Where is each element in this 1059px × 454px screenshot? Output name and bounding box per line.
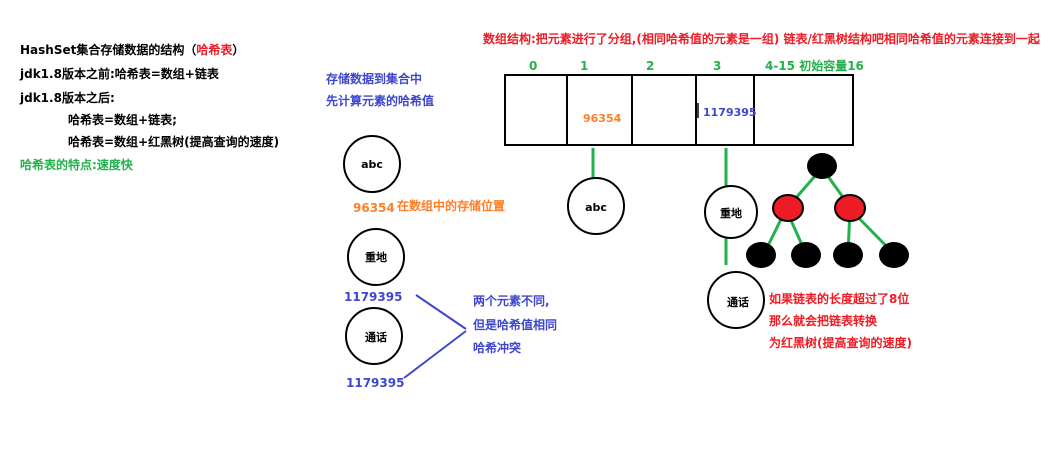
tonghua-hash-label: 1179395 bbox=[346, 376, 405, 390]
bucket-abc-label: abc bbox=[585, 201, 607, 214]
bucket-zhongdi-circle bbox=[704, 185, 758, 239]
store-note-line1: 存储数据到集合中 bbox=[326, 72, 423, 86]
zhongdi-element-circle bbox=[347, 228, 405, 286]
store-note-line2: 先计算元素的哈希值 bbox=[326, 94, 435, 108]
tonghua-element-label: 通话 bbox=[365, 330, 387, 344]
jdk-after-note: jdk1.8版本之后: bbox=[20, 91, 115, 105]
hash-array: 96354 1179395 bbox=[504, 74, 854, 146]
jdk-before-note: jdk1.8版本之前:哈希表=数组+链表 bbox=[20, 67, 219, 81]
bucket-zhongdi-label: 重地 bbox=[720, 206, 742, 220]
tree-leaf-2 bbox=[791, 242, 821, 268]
jdk-after-line1: 哈希表=数组+链表; bbox=[68, 113, 177, 127]
conflict-note-line2: 但是哈希值相同 bbox=[473, 318, 558, 332]
array-index-rest: 4-15 初始容量16 bbox=[765, 59, 864, 73]
array-outline bbox=[504, 74, 854, 146]
tree-red-node-right bbox=[834, 194, 866, 222]
tree-leaf-3 bbox=[833, 242, 863, 268]
conflict-line-lower bbox=[403, 330, 467, 379]
conflict-note-line1: 两个元素不同, bbox=[473, 294, 550, 308]
array-index-3: 3 bbox=[713, 59, 722, 73]
abc-element-circle bbox=[343, 135, 401, 193]
tree-red-node-left bbox=[772, 194, 804, 222]
title-suffix: ） bbox=[232, 43, 245, 57]
abc-hash-label: 96354 bbox=[353, 201, 395, 215]
tree-note-line1: 如果链表的长度超过了8位 bbox=[769, 292, 910, 306]
title-highlight: 哈希表 bbox=[196, 43, 233, 57]
bucket-tonghua-circle bbox=[707, 271, 765, 329]
array-index-1: 1 bbox=[580, 59, 589, 73]
cell1-value: 96354 bbox=[583, 112, 622, 125]
array-index-0: 0 bbox=[529, 59, 538, 73]
cell3-value: 1179395 bbox=[703, 106, 757, 119]
tonghua-element-circle bbox=[345, 307, 403, 365]
tree-leaf-1 bbox=[746, 242, 776, 268]
tree-note-line3: 为红黑树(提高查询的速度) bbox=[769, 336, 912, 350]
title-line: HashSet集合存储数据的结构（哈希表） bbox=[20, 42, 244, 58]
jdk-after-line2: 哈希表=数组+红黑树(提高查询的速度) bbox=[68, 135, 280, 149]
bucket-abc-circle bbox=[567, 177, 625, 235]
tree-note-line2: 那么就会把链表转换 bbox=[769, 314, 878, 328]
tree-root-node bbox=[807, 153, 837, 179]
zhongdi-element-label: 重地 bbox=[365, 250, 387, 264]
conflict-note-line3: 哈希冲突 bbox=[473, 341, 522, 355]
conflict-line-upper bbox=[415, 294, 467, 330]
tree-leaf-4 bbox=[879, 242, 909, 268]
storage-position-label: 在数组中的存储位置 bbox=[397, 199, 506, 213]
bucket-tonghua-label: 通话 bbox=[727, 295, 749, 309]
abc-element-label: abc bbox=[361, 158, 383, 171]
zhongdi-hash-label: 1179395 bbox=[344, 290, 403, 304]
array-index-2: 2 bbox=[646, 59, 655, 73]
feature-note: 哈希表的特点:速度快 bbox=[20, 158, 133, 172]
title-prefix: HashSet集合存储数据的结构（ bbox=[20, 43, 197, 57]
array-structure-note: 数组结构:把元素进行了分组,(相同哈希值的元素是一组) 链表/红黑树结构吧相同哈… bbox=[483, 32, 1040, 46]
